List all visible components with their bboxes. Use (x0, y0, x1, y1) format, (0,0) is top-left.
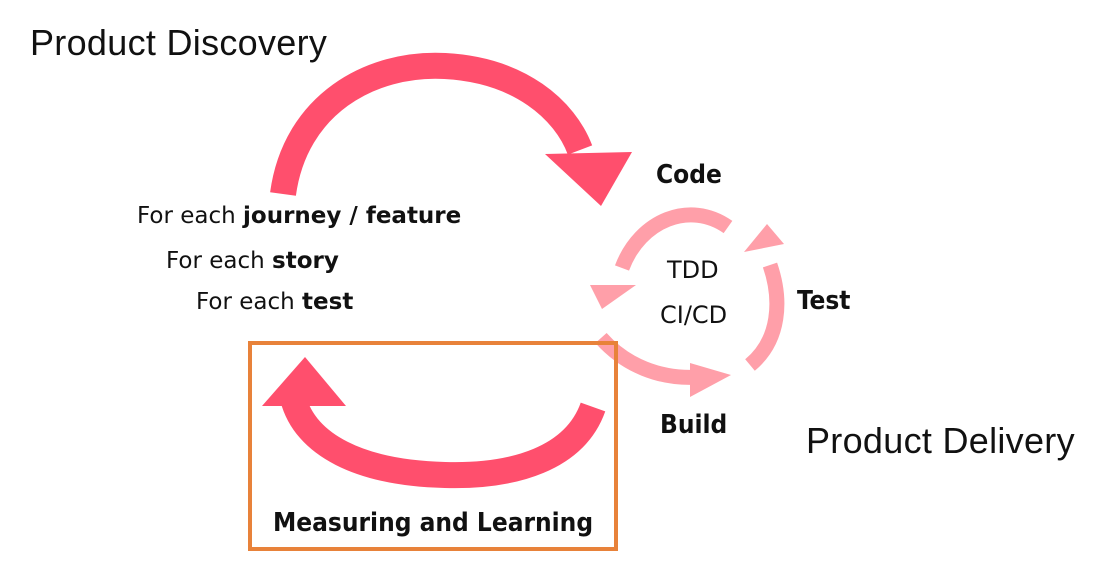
code-label: Code (656, 160, 722, 190)
loop-emphasis: journey / feature (243, 203, 462, 229)
loop-prefix: For each (196, 289, 303, 315)
test-label: Test (797, 286, 851, 316)
cycle-arrow-build (595, 332, 701, 385)
cycle-arrow-test (744, 262, 785, 371)
cycle-arrowhead-build (690, 363, 731, 397)
loop-prefix: For each (166, 248, 273, 274)
discovery-arrowhead (545, 152, 632, 206)
loop-prefix: For each (137, 203, 244, 229)
loop-line-test: For each test (196, 291, 353, 314)
feedback-arrowhead (262, 357, 346, 406)
loop-line-story: For each story (166, 250, 339, 273)
feedback-arrow (280, 394, 606, 489)
cycle-arrowhead-test (744, 224, 784, 252)
tdd-label: TDD (667, 256, 719, 284)
discovery-heading: Product Discovery (30, 22, 328, 63)
loop-emphasis: test (302, 289, 354, 315)
measuring-highlight-box (248, 341, 618, 551)
measuring-label: Measuring and Learning (273, 508, 594, 538)
discovery-arrow (270, 52, 593, 197)
cycle-arrowhead-code (590, 285, 636, 309)
delivery-heading: Product Delivery (806, 420, 1075, 461)
build-label: Build (660, 410, 728, 440)
cicd-label: CI/CD (660, 301, 728, 329)
cycle-arrow-code (614, 207, 733, 271)
loop-emphasis: story (272, 248, 339, 274)
loop-line-journey: For each journey / feature (137, 205, 461, 228)
